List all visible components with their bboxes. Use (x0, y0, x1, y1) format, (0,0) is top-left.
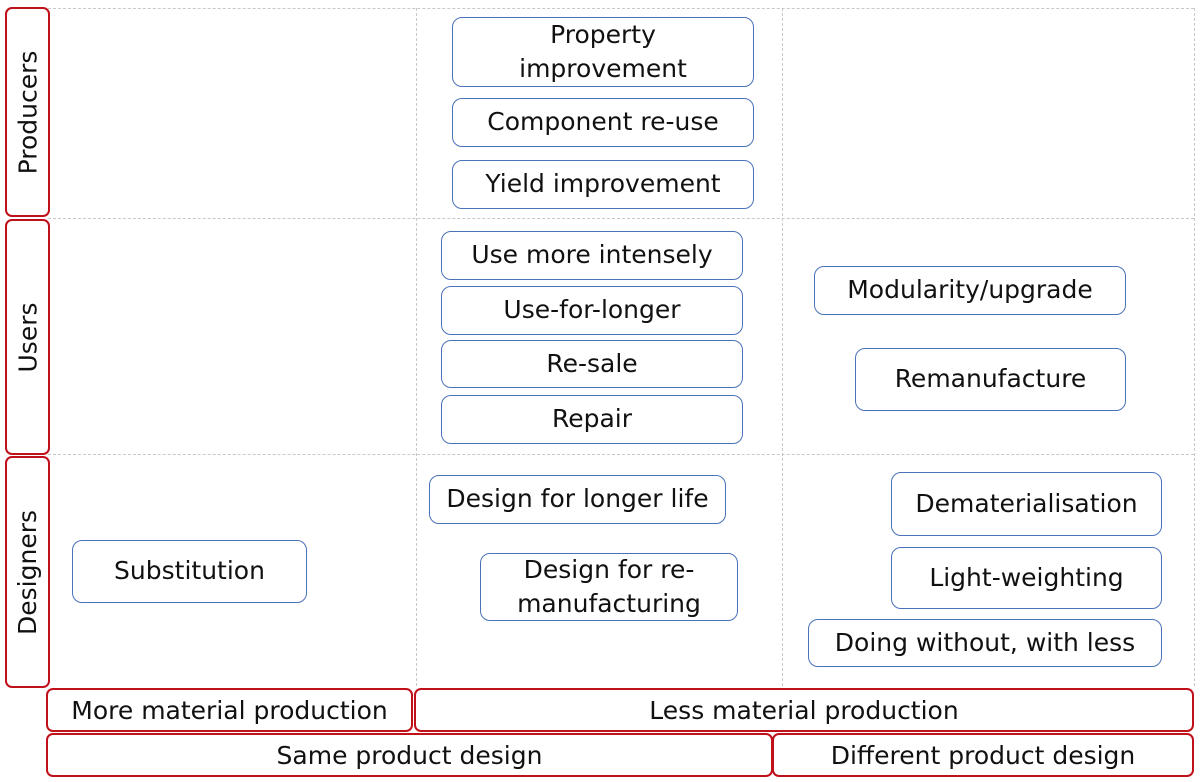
strategy-remanufacture: Remanufacture (855, 348, 1126, 411)
strategy-doing-without: Doing without, with less (808, 619, 1162, 667)
strategy-use-for-longer: Use-for-longer (441, 286, 743, 335)
row-label-designers: Designers (5, 456, 50, 688)
strategy-design-for-remanufacturing: Design for re-manufacturing (480, 553, 738, 621)
strategy-dematerialisation: Dematerialisation (891, 472, 1162, 536)
strategy-component-reuse: Component re-use (452, 98, 754, 147)
strategy-property-improvement: Property improvement (452, 17, 754, 87)
axis-different-product-design: Different product design (772, 733, 1194, 777)
row-label-users-text: Users (13, 301, 43, 373)
strategy-modularity-upgrade: Modularity/upgrade (814, 266, 1126, 315)
strategy-yield-improvement: Yield improvement (452, 160, 754, 209)
grid-col-divider-2 (782, 8, 783, 686)
row-label-designers-text: Designers (13, 509, 42, 635)
axis-same-product-design: Same product design (46, 733, 773, 777)
row-label-producers-text: Producers (13, 50, 42, 174)
strategy-resale: Re-sale (441, 340, 743, 388)
strategy-use-more-intensely: Use more intensely (441, 231, 743, 280)
strategy-light-weighting: Light-weighting (891, 547, 1162, 609)
grid-right-edge (1194, 8, 1195, 686)
strategy-repair: Repair (441, 395, 743, 444)
row-label-users: Users (5, 219, 50, 455)
grid-row-divider-2 (48, 454, 1194, 455)
grid-row-divider-1 (48, 218, 1194, 219)
grid-top (48, 8, 1194, 9)
row-label-producers: Producers (5, 7, 50, 217)
axis-less-material-production: Less material production (414, 688, 1194, 732)
strategy-design-for-longer-life: Design for longer life (429, 475, 726, 524)
grid-col-divider-1 (416, 8, 417, 686)
axis-more-material-production: More material production (46, 688, 413, 732)
strategy-substitution: Substitution (72, 540, 307, 603)
